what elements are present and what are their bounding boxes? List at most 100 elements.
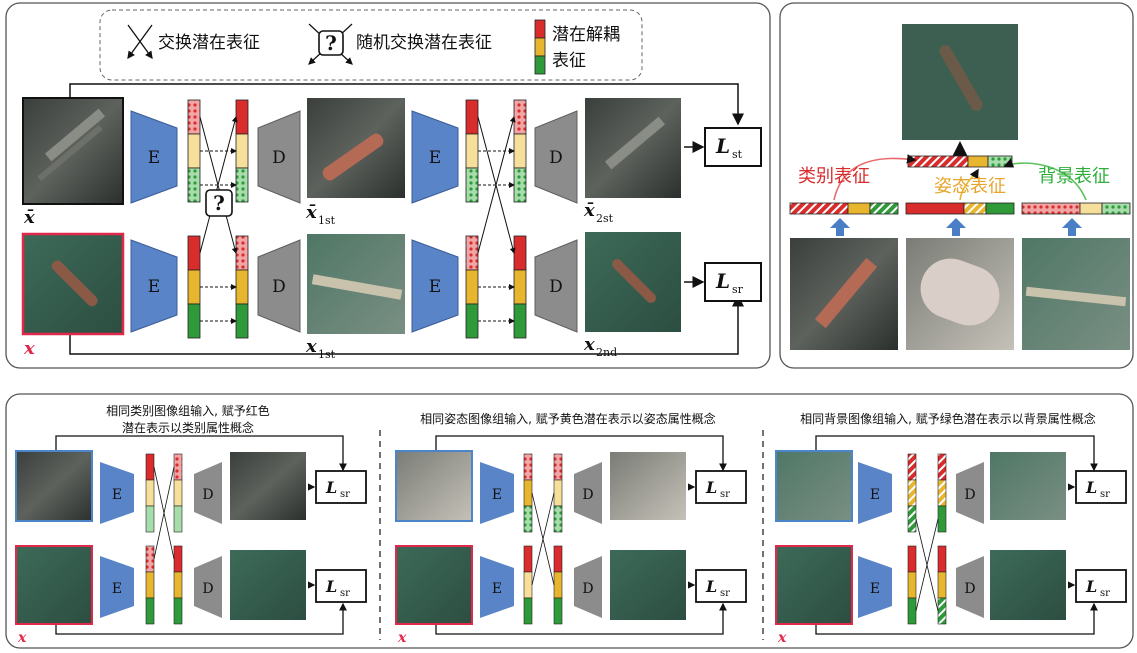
up-arrow-icons — [830, 218, 1082, 236]
svg-text:E: E — [429, 148, 441, 168]
legend-swap-label: 交换潜在表征 — [158, 33, 260, 53]
legend: 交换潜在表征 ? 随机交换潜在表征 潜在解耦 表征 — [99, 9, 643, 81]
svg-text:x: x — [397, 630, 407, 646]
label-x-bar-2st: x̄ 2st — [583, 200, 614, 225]
svg-text:L: L — [705, 478, 717, 497]
svg-text:E: E — [870, 487, 880, 503]
svg-text:L: L — [1085, 577, 1097, 596]
image-pose-input-1 — [395, 450, 473, 522]
image-cat-output-1 — [230, 452, 306, 520]
encoder-bottom-2: E — [411, 239, 459, 333]
image-cat-input-1 — [15, 450, 93, 522]
latent-bar-background-source — [1021, 202, 1131, 215]
svg-text:x: x — [305, 336, 317, 357]
encoder-top-2: E — [411, 110, 459, 204]
svg-text:E: E — [112, 487, 122, 503]
decoder-bottom-1: D — [257, 239, 301, 333]
latent-bar-top-left — [187, 99, 201, 203]
svg-text:D: D — [272, 148, 286, 168]
decoder-bottom-2: D — [534, 239, 578, 333]
bottom-panel — [5, 393, 1134, 649]
image-bg-output-1 — [990, 452, 1066, 520]
caption-category-line1: 相同类别图像组输入, 赋予红色 — [106, 403, 270, 418]
svg-text:sr: sr — [720, 588, 730, 599]
encoder-top-1: E — [130, 110, 178, 204]
decoder-top-1: D — [257, 110, 301, 204]
svg-text:sr: sr — [340, 489, 350, 500]
svg-text:D: D — [582, 487, 593, 503]
latent-bar-top-right-2 — [513, 99, 527, 203]
svg-text:x̄: x̄ — [583, 200, 595, 221]
latent-bar-bottom-right-2 — [513, 235, 527, 339]
svg-text:D: D — [582, 581, 593, 597]
svg-text:E: E — [492, 581, 502, 597]
latent-bar-top-right — [235, 99, 249, 203]
svg-text:D: D — [549, 148, 563, 168]
subpanel-background: x E E D D L sr L sr — [775, 435, 1127, 646]
svg-text:D: D — [202, 581, 213, 597]
legend-random-swap-label: 随机交换潜在表征 — [356, 33, 492, 53]
svg-text:E: E — [429, 277, 441, 297]
swap-connections-2 — [477, 116, 516, 324]
label-x-bar: x̄ — [23, 207, 35, 228]
svg-text:L: L — [715, 134, 730, 158]
main-panel — [5, 2, 771, 369]
skip-connection-bottom — [69, 294, 744, 355]
svg-text:sr: sr — [732, 283, 744, 296]
question-mark-icon: ? — [325, 31, 337, 55]
encoder-bottom-1: E — [130, 239, 178, 333]
svg-text:E: E — [148, 277, 160, 297]
subpanel-category: x E E D D L sr L sr — [15, 435, 367, 646]
skip-connection-top — [69, 83, 744, 126]
loss-st: L st — [704, 127, 762, 167]
svg-text:x: x — [583, 334, 595, 355]
latent-bar-bottom-right — [235, 235, 249, 339]
caption-background: 相同背景图像组输入, 赋予绿色潜在表示以背景属性概念 — [800, 411, 1096, 426]
latent-bar-bottom-left — [187, 235, 201, 339]
svg-text:sr: sr — [340, 588, 350, 599]
svg-text:sr: sr — [720, 489, 730, 500]
svg-text:L: L — [705, 577, 717, 596]
loss-sr-top: L sr — [704, 262, 762, 302]
latent-bar-bottom-left-2 — [465, 235, 479, 339]
svg-text:E: E — [148, 148, 160, 168]
svg-text:E: E — [492, 487, 502, 503]
random-swap-badge: ? — [205, 189, 233, 217]
caption-category-line2: 潜在表示以类别属性概念 — [122, 420, 254, 435]
image-cat-input-2 — [15, 545, 93, 625]
label-x-1st: x 1st — [305, 336, 336, 361]
svg-text:D: D — [964, 581, 975, 597]
combined-latent-bar — [907, 155, 1013, 168]
image-bg-output-2 — [990, 550, 1066, 620]
svg-text:x: x — [17, 630, 27, 646]
subpanel-pose: x E E D D L sr L sr — [395, 435, 747, 646]
svg-text:L: L — [715, 269, 730, 293]
image-cat-output-2 — [230, 550, 306, 620]
swap-icon — [127, 24, 153, 60]
image-pose-input-2 — [395, 545, 473, 625]
image-bg-input-1 — [775, 450, 853, 522]
svg-text:D: D — [202, 487, 213, 503]
svg-text:?: ? — [213, 191, 225, 215]
svg-text:sr: sr — [1100, 489, 1110, 500]
caption-pose: 相同姿态图像组输入, 赋予黄色潜在表示以姿态属性概念 — [420, 411, 716, 426]
svg-text:L: L — [325, 577, 337, 596]
legend-decoupled-line1: 潜在解耦 — [552, 25, 620, 45]
legend-decoupled-line2: 表征 — [552, 51, 586, 71]
latent-bar-legend-icon — [534, 19, 546, 75]
latent-bar-pose-source — [905, 202, 1015, 215]
svg-text:x̄: x̄ — [305, 202, 317, 223]
svg-text:1st: 1st — [318, 214, 336, 227]
latent-bar-top-left-2 — [465, 99, 479, 203]
svg-text:sr: sr — [1100, 588, 1110, 599]
svg-text:st: st — [732, 148, 743, 161]
random-swap-connections — [199, 116, 238, 324]
svg-text:x: x — [777, 630, 787, 646]
latent-bar-category-source — [789, 202, 899, 215]
svg-text:L: L — [325, 478, 337, 497]
svg-text:E: E — [870, 581, 880, 597]
svg-text:2nd: 2nd — [596, 346, 617, 359]
svg-text:D: D — [549, 277, 563, 297]
label-x: x — [23, 338, 35, 359]
svg-text:L: L — [1085, 478, 1097, 497]
